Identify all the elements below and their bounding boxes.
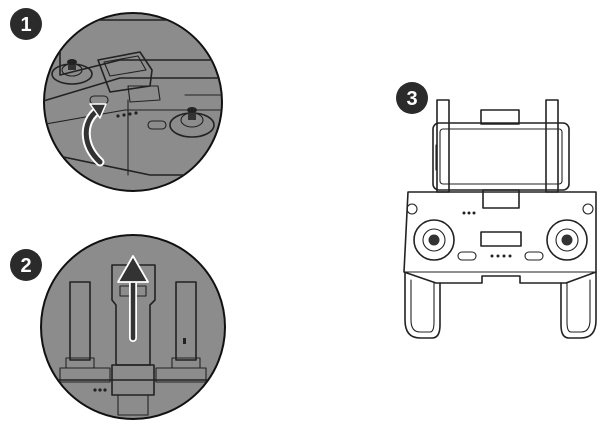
step-1-number: 1 [20, 14, 31, 36]
step-1-illustration [43, 12, 223, 192]
left-clamp-arm [65, 281, 95, 369]
pull-up-arrow-icon [117, 255, 149, 342]
step-3-illustration [403, 99, 597, 339]
top-indicator-dots [462, 211, 476, 215]
right-clamp-arm [171, 281, 201, 369]
step-2-illustration [40, 234, 226, 420]
left-joystick [51, 59, 93, 85]
left-joystick [413, 219, 455, 261]
step-2-badge: 2 [10, 249, 42, 281]
smartphone [432, 122, 570, 191]
step-1-badge: 1 [10, 8, 42, 40]
button-left [457, 251, 477, 261]
button-b [147, 120, 167, 130]
indicator-dots [116, 111, 138, 118]
flip-panel [97, 51, 161, 103]
right-joystick [169, 107, 215, 138]
battery-dots [490, 254, 512, 258]
step-3-number: 3 [406, 88, 417, 110]
rotate-arrow-icon [81, 103, 107, 167]
indicator-dots [93, 388, 107, 392]
button-right [524, 251, 544, 261]
step-3-badge: 3 [396, 82, 428, 114]
step-2-number: 2 [20, 255, 31, 277]
right-joystick [546, 219, 588, 261]
remote-controller [403, 191, 597, 339]
